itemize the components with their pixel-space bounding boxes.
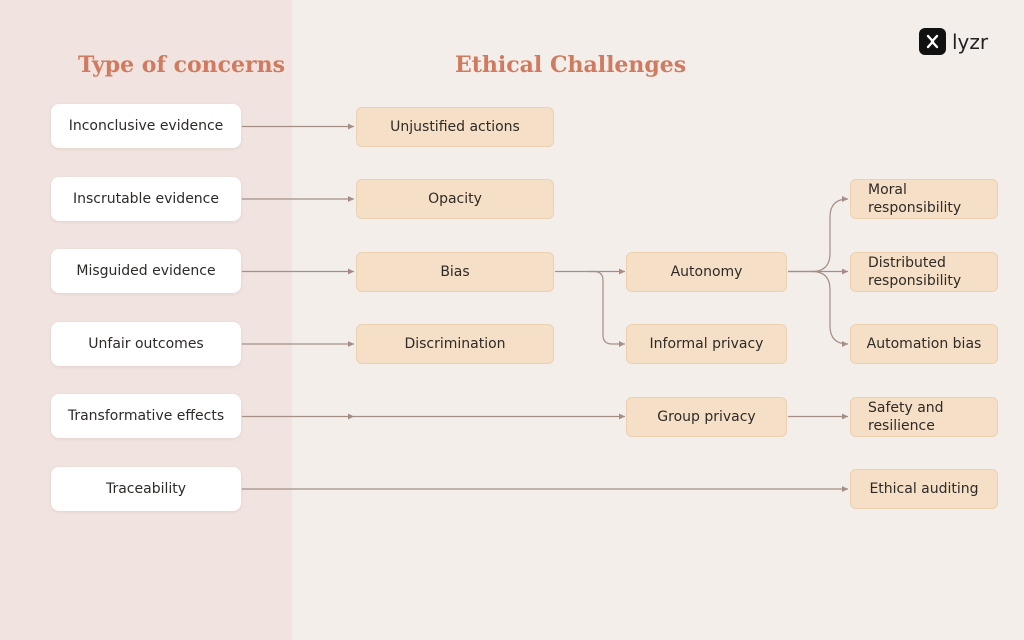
lyzr-logo: lyzr: [919, 28, 988, 55]
challenge-safety-and-resilience: Safety and resilience: [850, 397, 998, 437]
ethical-challenges-heading: Ethical Challenges: [455, 52, 687, 78]
challenge-opacity: Opacity: [356, 179, 554, 219]
challenge-automation-bias: Automation bias: [850, 324, 998, 364]
challenge-distributed-responsibility: Distributed responsibility: [850, 252, 998, 292]
challenge-unjustified-actions: Unjustified actions: [356, 107, 554, 147]
lyzr-logo-icon: [919, 28, 946, 55]
connector-autonomy-automation-bias: [811, 270, 849, 347]
challenge-group-privacy: Group privacy: [626, 397, 787, 437]
challenge-discrimination: Discrimination: [356, 324, 554, 364]
challenge-bias: Bias: [356, 252, 554, 292]
challenge-ethical-auditing: Ethical auditing: [850, 469, 998, 509]
connector-autonomy-moral: [788, 196, 849, 273]
concern-traceability: Traceability: [51, 467, 241, 511]
challenge-moral-responsibility: Moral responsibility: [850, 179, 998, 219]
concern-inconclusive-evidence: Inconclusive evidence: [51, 104, 241, 148]
concern-inscrutable-evidence: Inscrutable evidence: [51, 177, 241, 221]
challenge-autonomy: Autonomy: [626, 252, 787, 292]
concern-unfair-outcomes: Unfair outcomes: [51, 322, 241, 366]
connector-bias-informal-privacy: [588, 270, 625, 347]
concern-misguided-evidence: Misguided evidence: [51, 249, 241, 293]
challenge-informal-privacy: Informal privacy: [626, 324, 787, 364]
concern-transformative-effects: Transformative effects: [51, 394, 241, 438]
logo-text: lyzr: [952, 29, 989, 54]
type-of-concerns-heading: Type of concerns: [78, 52, 286, 78]
